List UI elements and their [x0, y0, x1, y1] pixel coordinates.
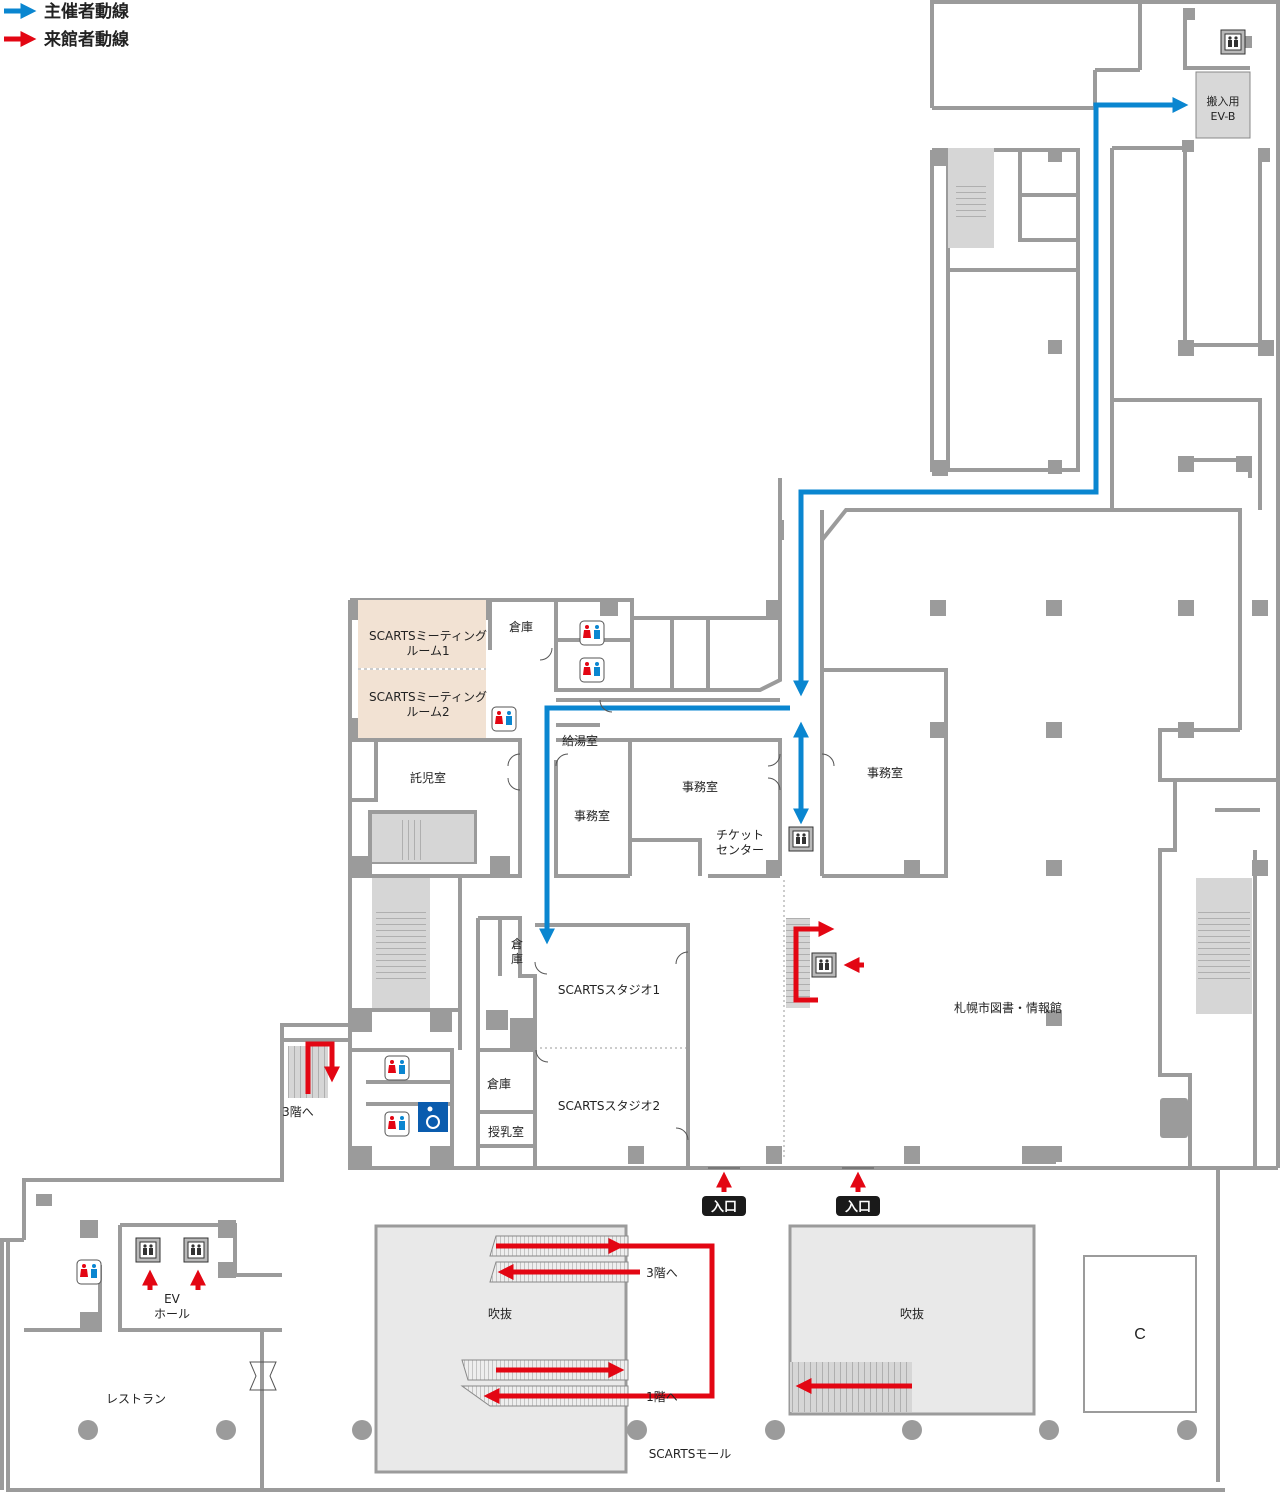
organizer-route-label: 主催者動線	[44, 1, 129, 22]
entrance-2-label: 入口	[845, 1200, 871, 1215]
stairs-to-3f-label: 3階へ	[282, 1104, 314, 1119]
entrance-1[interactable]: 入口	[702, 1196, 746, 1216]
mall-columns	[78, 1420, 1197, 1440]
office-center-label: 事務室	[682, 779, 718, 794]
doors	[249, 647, 874, 1391]
elevator-icon[interactable]	[788, 826, 814, 852]
meeting-room-1[interactable]	[358, 600, 486, 668]
storage-studio-label: 倉	[511, 936, 523, 951]
office-left-label: 事務室	[574, 808, 610, 823]
elevator-icon[interactable]	[1220, 29, 1246, 55]
meeting-room-2-label: SCARTSミーティング	[369, 690, 487, 704]
meeting-room-1-label: SCARTSミーティング	[369, 629, 487, 643]
studio-1-label: SCARTSスタジオ1	[558, 983, 660, 997]
restroom-icon	[384, 1111, 410, 1137]
visitor-route	[141, 920, 912, 1405]
ticket-center-label: チケット	[716, 828, 764, 842]
restroom-icon	[491, 706, 517, 732]
entrance-1-label: 入口	[711, 1200, 737, 1215]
area-c-label: C	[1134, 1326, 1146, 1343]
restroom-icon	[76, 1259, 102, 1285]
office-right-label: 事務室	[867, 765, 903, 780]
elevator-icon[interactable]	[135, 1237, 161, 1263]
loading-ev-label: 搬入用	[1207, 94, 1240, 108]
elevator-icon[interactable]	[183, 1237, 209, 1263]
childcare-label: 託児室	[410, 770, 446, 785]
entrance-2[interactable]: 入口	[836, 1196, 880, 1216]
meeting-room-2[interactable]	[358, 670, 486, 738]
storage-top-label: 倉庫	[509, 619, 533, 634]
elevator-icon[interactable]	[811, 952, 837, 978]
ev-hall-sublabel: ホール	[154, 1307, 190, 1321]
storage-lower-label: 倉庫	[487, 1076, 511, 1091]
visitor-route-label: 来館者動線	[43, 29, 129, 50]
library-label: 札幌市図書・情報館	[954, 1000, 1062, 1015]
restroom-icon	[579, 620, 605, 646]
meeting-room-2-sublabel: ルーム2	[406, 705, 449, 719]
accessible-restroom-icon	[418, 1102, 448, 1132]
ticket-center-sublabel: センター	[716, 843, 764, 857]
escalator-down-label: 1階へ	[646, 1389, 678, 1404]
restroom-icon	[384, 1055, 410, 1081]
columns	[36, 8, 1274, 1330]
mall-label: SCARTSモール	[649, 1447, 732, 1461]
organizer-route	[538, 96, 1189, 945]
escalator-up-label: 3階へ	[646, 1265, 678, 1280]
area-c-box	[1083, 1255, 1197, 1413]
loading-ev-sublabel: EV-B	[1211, 110, 1236, 123]
ev-hall-label: EV	[164, 1292, 181, 1306]
restroom-icon	[579, 657, 605, 683]
storage-studio-sublabel: 庫	[511, 952, 523, 966]
studio-2-label: SCARTSスタジオ2	[558, 1099, 660, 1113]
meeting-room-1-sublabel: ルーム1	[406, 644, 449, 658]
kitchenette-label: 給湯室	[562, 733, 598, 748]
restaurant-label: レストラン	[106, 1392, 166, 1406]
atrium-right-label: 吹抜	[900, 1307, 924, 1321]
nursing-room-label: 授乳室	[488, 1124, 524, 1139]
legend: 主催者動線 来館者動線	[4, 1, 129, 50]
loading-ev-b[interactable]	[1195, 71, 1251, 139]
atrium-left-label: 吹抜	[488, 1307, 512, 1321]
